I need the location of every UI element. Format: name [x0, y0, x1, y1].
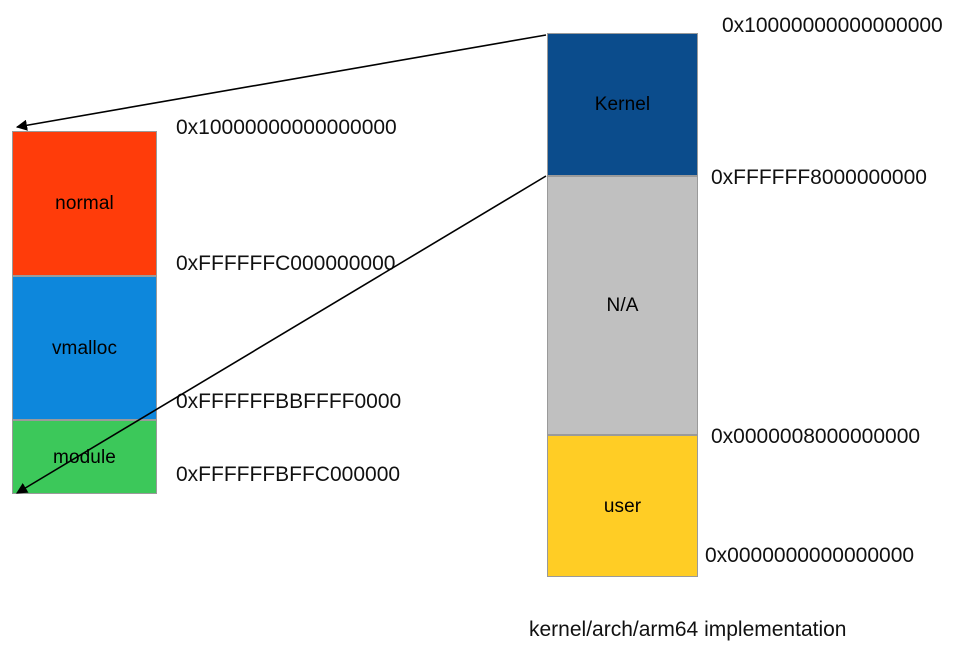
memory-block-user[interactable]: user: [547, 435, 698, 577]
expanded-kernel-region-column: normal vmalloc module: [12, 33, 157, 613]
address-label-right-bottom: 0x0000000000000000: [705, 544, 915, 567]
address-label-right-user-top: 0x0000008000000000: [711, 425, 921, 448]
memory-block-normal-label: normal: [55, 193, 114, 214]
memory-block-module[interactable]: module: [12, 420, 157, 494]
arm64-address-space-column: Kernel N/A user: [547, 33, 698, 613]
memory-block-vmalloc[interactable]: vmalloc: [12, 276, 157, 420]
memory-block-vmalloc-label: vmalloc: [51, 337, 118, 359]
address-label-left-vmalloc-base: 0xFFFFFFBBFFFF0000: [176, 390, 402, 413]
address-label-left-top: 0x10000000000000000: [176, 116, 397, 139]
memory-block-kernel[interactable]: Kernel: [547, 33, 698, 176]
diagram-caption: kernel/arch/arm64 implementation: [529, 618, 847, 641]
address-label-right-top: 0x10000000000000000: [722, 14, 943, 37]
memory-block-module-label: module: [53, 446, 116, 468]
memory-block-normal[interactable]: normal: [12, 131, 157, 276]
memory-block-user-label: user: [603, 495, 642, 517]
address-label-left-normal-base: 0xFFFFFFC000000000: [176, 252, 396, 275]
memory-block-na-label: N/A: [606, 295, 639, 316]
memory-block-na[interactable]: N/A: [547, 176, 698, 435]
memory-block-kernel-label: Kernel: [594, 94, 651, 115]
address-label-left-module-base: 0xFFFFFFBFFC000000: [176, 463, 401, 486]
address-label-right-kernel-base: 0xFFFFFF8000000000: [711, 166, 927, 189]
